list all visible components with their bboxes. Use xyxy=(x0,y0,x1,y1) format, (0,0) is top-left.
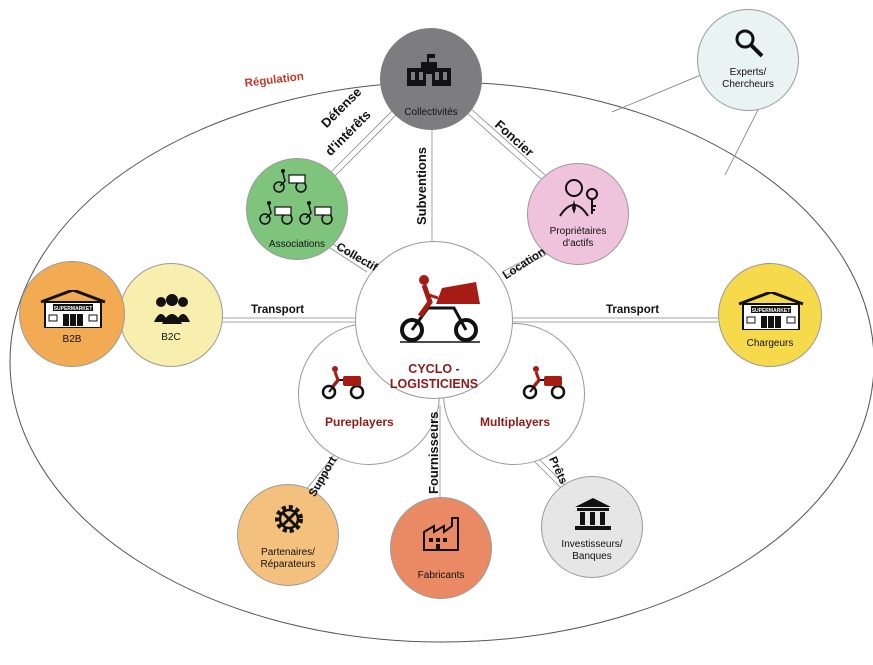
link-proprietaires-center-a xyxy=(501,247,549,273)
cargo-bike-icon xyxy=(273,169,307,193)
associations-label: Associations xyxy=(268,239,326,250)
proprietaires-node[interactable]: Propriétaires d'actifs xyxy=(527,163,629,265)
b2b-label: B2B xyxy=(62,334,82,345)
proprietaires-label-line1: Propriétaires xyxy=(549,226,607,237)
link-collectivites-associations-a xyxy=(330,107,396,173)
chargeurs-label: Chargeurs xyxy=(746,338,794,349)
proprietaires-label-line2: d'actifs xyxy=(562,238,594,249)
supermarket-icon: SUPERMARKET xyxy=(40,290,106,328)
center-label-line1: CYCLO - xyxy=(408,362,460,376)
collectivites-label: Collectivités xyxy=(404,107,458,118)
collectivites-node[interactable]: Collectivités xyxy=(380,28,482,130)
cargo-bike-icon xyxy=(522,366,566,400)
link-associations-center-a xyxy=(329,241,371,269)
link-collectivites-associations-b xyxy=(334,111,400,177)
bank-icon xyxy=(575,498,611,530)
investisseurs-node[interactable]: Investisseurs/ Banques xyxy=(541,476,643,578)
investisseurs-label-line1: Investisseurs/ xyxy=(561,539,623,550)
edge-label-subventions: Subventions xyxy=(414,146,429,225)
link-collectivites-proprietaires-a xyxy=(469,107,546,176)
chargeurs-node[interactable]: SUPERMARKET Chargeurs xyxy=(718,263,822,367)
b2c-node[interactable]: B2C xyxy=(119,263,223,367)
experts-label-line1: Experts/ xyxy=(729,67,767,78)
store-sign-text: SUPERMARKET xyxy=(752,308,791,314)
link-associations-center-b xyxy=(326,245,368,273)
link-experts-ellipse-left xyxy=(611,71,709,113)
magnifier-icon xyxy=(735,29,764,58)
cargo-bike-icon xyxy=(259,201,293,225)
edge-label-transport-left: Transport xyxy=(251,304,305,316)
cyclo-logisticiens-node[interactable]: CYCLO - LOGISTICIENS xyxy=(355,241,513,399)
link-collectivites-proprietaires-b xyxy=(465,111,542,180)
b2b-node[interactable]: SUPERMARKET B2B xyxy=(19,261,125,367)
partenaires-label-line1: Partenaires/ xyxy=(261,547,315,558)
multiplayers-label: Multiplayers xyxy=(480,415,551,429)
partenaires-label-line2: Réparateurs xyxy=(260,559,316,570)
supermarket-icon: SUPERMARKET xyxy=(738,292,804,330)
partenaires-node[interactable]: Partenaires/ Réparateurs xyxy=(237,484,339,586)
expert-key-icon xyxy=(559,179,598,217)
center-label-line2: LOGISTICIENS xyxy=(389,377,479,391)
fabricants-label: Fabricants xyxy=(417,570,465,581)
edge-label-fournisseurs: Fournisseurs xyxy=(426,411,441,494)
experts-node[interactable]: Experts/ Chercheurs xyxy=(697,9,799,111)
cargo-bike-icon xyxy=(400,275,480,343)
link-proprietaires-center-b xyxy=(504,251,552,277)
link-experts-ellipse-right xyxy=(724,105,761,176)
cargo-bike-icon xyxy=(321,366,365,400)
factory-icon xyxy=(423,517,459,551)
experts-label-line2: Chercheurs xyxy=(722,79,774,90)
gear-tools-icon xyxy=(275,505,303,533)
city-hall-icon xyxy=(407,54,451,86)
associations-node[interactable]: Associations xyxy=(246,158,348,260)
pureplayers-label: Pureplayers xyxy=(325,415,394,429)
people-icon xyxy=(154,294,190,324)
multiplayers-node[interactable]: Multiplayers xyxy=(443,323,585,465)
store-sign-text: SUPERMARKET xyxy=(54,306,93,312)
investisseurs-label-line2: Banques xyxy=(572,551,612,562)
b2c-label: B2C xyxy=(161,332,181,343)
fabricants-node[interactable]: Fabricants xyxy=(390,497,492,599)
cargo-bike-icon xyxy=(299,201,333,225)
edge-label-transport-right: Transport xyxy=(606,304,660,316)
